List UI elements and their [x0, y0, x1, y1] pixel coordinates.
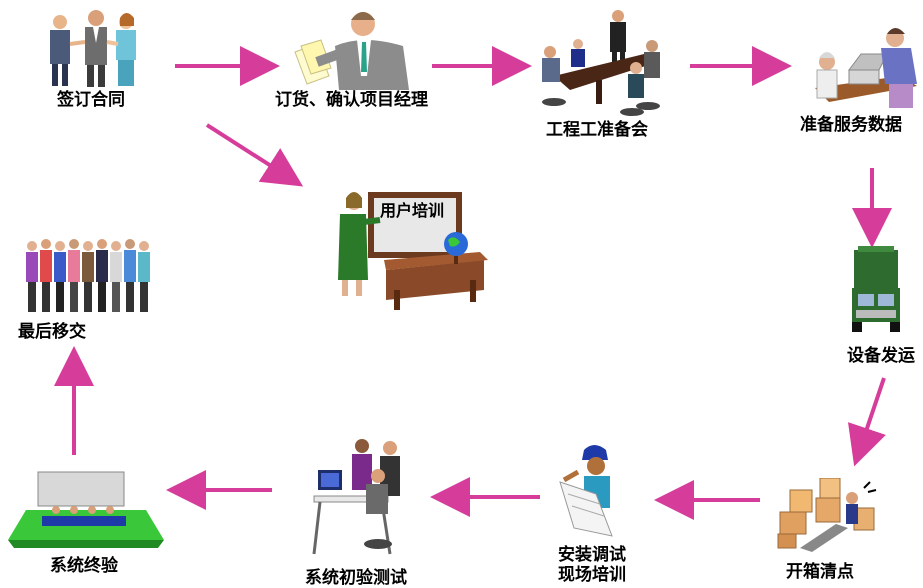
- step-label-equipment-ship: 设备发运: [847, 346, 915, 366]
- computer-workstation-icon: [312, 439, 400, 555]
- step-label-install-line1: 安装调试: [558, 545, 626, 565]
- step-label-final-acceptance: 系统终验: [50, 556, 118, 576]
- training-scene-icon: [338, 192, 488, 310]
- step-label-order-confirm: 订货、确认项目经理: [275, 90, 428, 110]
- step-label-install-line2: 现场培训: [558, 565, 626, 585]
- manager-handing-paper-icon: [294, 12, 409, 90]
- training-board-text: 用户培训: [380, 201, 445, 220]
- handshake-people-icon: [50, 10, 136, 87]
- step-label-final-handover: 最后移交: [18, 322, 86, 342]
- meeting-table-icon: [542, 10, 660, 116]
- worker-blueprint-icon: [559, 445, 613, 537]
- group-people-icon: [26, 239, 150, 312]
- step-label-sign-contract: 签订合同: [57, 90, 125, 110]
- laptop-workers-icon: [815, 28, 917, 108]
- boxes-icon: [777, 478, 877, 552]
- step-label-initial-test: 系统初验测试: [305, 568, 407, 588]
- step-label-install-debug: 安装调试 现场培训: [558, 545, 626, 585]
- presentation-stage-icon: [8, 471, 164, 548]
- step-label-project-prep: 工程工准备会: [546, 120, 648, 140]
- truck-icon: [852, 246, 900, 332]
- step-label-unpack-check: 开箱清点: [786, 562, 854, 582]
- arrow-ship-to-unpack: [848, 377, 886, 467]
- step-label-service-data: 准备服务数据: [800, 115, 902, 135]
- arrow-contract-to-training: [205, 123, 304, 187]
